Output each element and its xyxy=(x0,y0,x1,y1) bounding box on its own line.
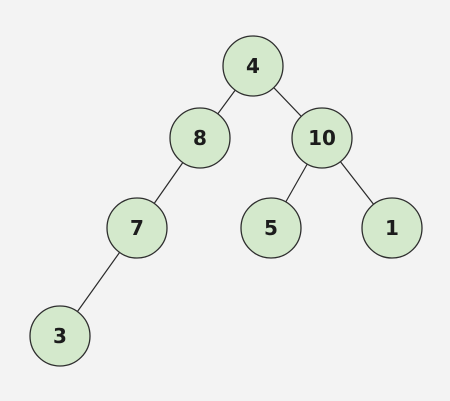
tree-node-10: 10 xyxy=(291,107,353,169)
tree-edges xyxy=(59,65,393,337)
node-label: 7 xyxy=(130,216,144,240)
node-label: 5 xyxy=(264,216,278,240)
tree-node-4: 4 xyxy=(222,35,284,97)
node-label: 4 xyxy=(246,54,260,78)
tree-node-5: 5 xyxy=(240,197,302,259)
tree-node-3: 3 xyxy=(29,305,91,367)
tree-nodes: 4 8 10 7 5 1 3 xyxy=(29,35,423,367)
tree-node-1: 1 xyxy=(361,197,423,259)
node-label: 3 xyxy=(53,324,67,348)
node-label: 8 xyxy=(193,126,207,150)
tree-node-8: 8 xyxy=(169,107,231,169)
tree-node-7: 7 xyxy=(106,197,168,259)
node-label: 1 xyxy=(385,216,399,240)
node-label: 10 xyxy=(308,126,336,150)
